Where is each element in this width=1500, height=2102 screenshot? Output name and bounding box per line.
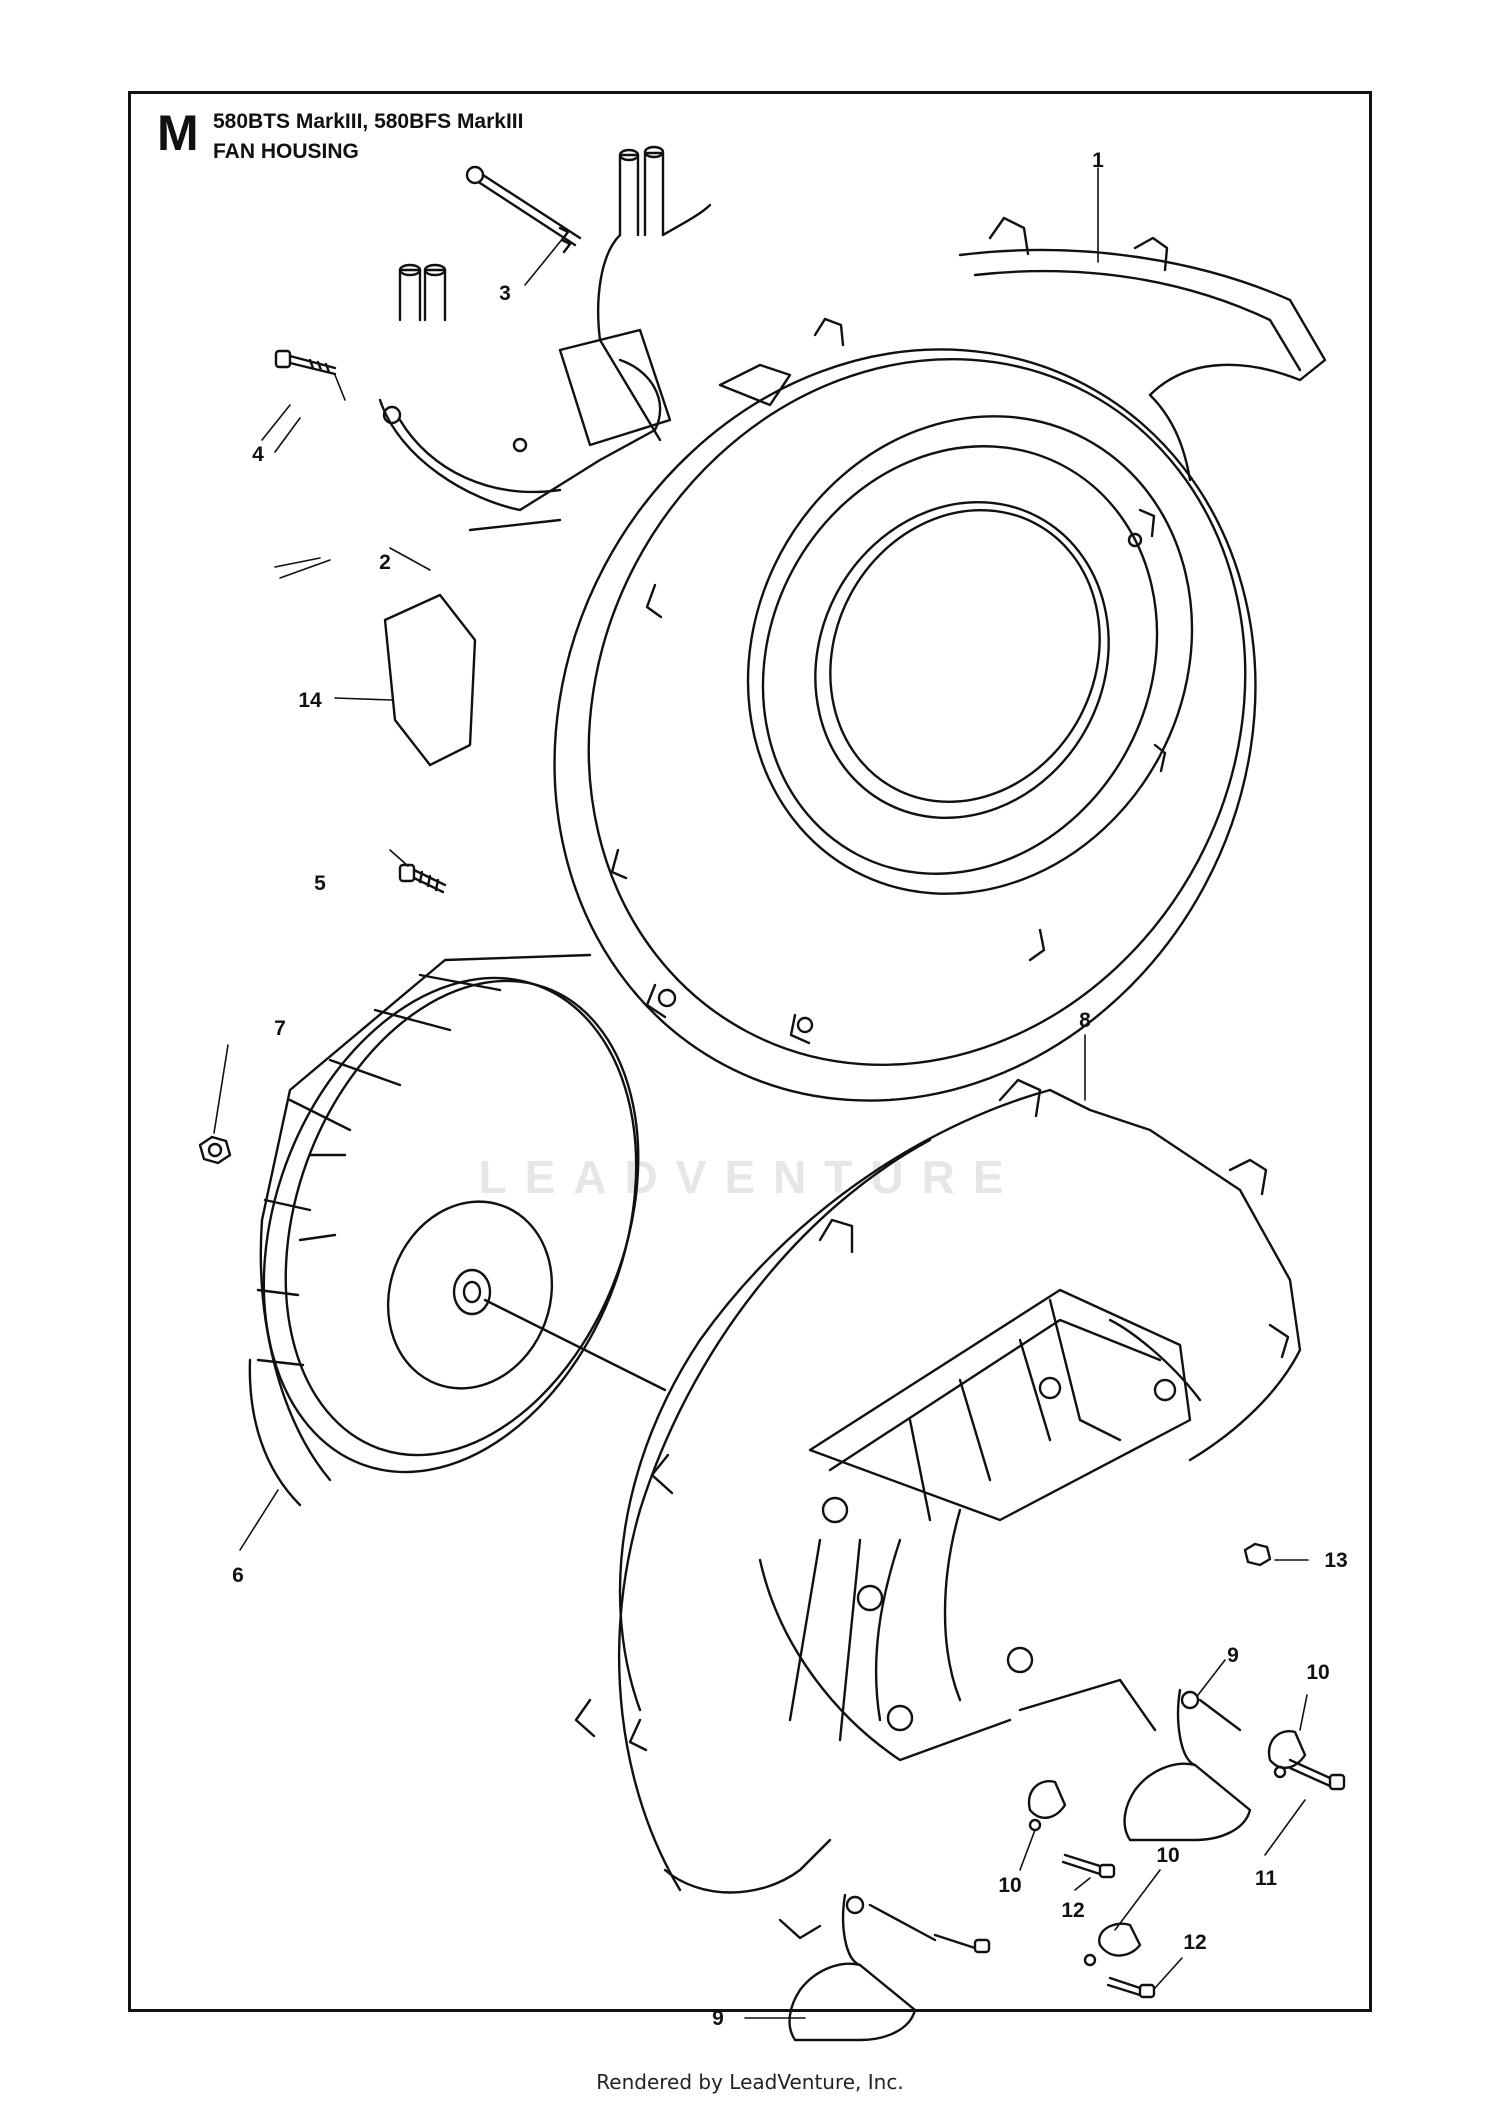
callout-7: 7 bbox=[274, 1017, 286, 1040]
foot-9-upper bbox=[1123, 1688, 1252, 1842]
section-title: FAN HOUSING bbox=[213, 140, 359, 163]
callout-9-lower: 9 bbox=[712, 2007, 724, 2030]
callout-1: 1 bbox=[1092, 149, 1104, 172]
callout-2: 2 bbox=[379, 551, 391, 574]
nut-13 bbox=[1243, 1542, 1272, 1567]
callout-3: 3 bbox=[499, 282, 511, 305]
callout-5: 5 bbox=[314, 872, 326, 895]
bracket bbox=[378, 145, 712, 532]
callout-12-middle: 12 bbox=[1061, 1899, 1085, 1922]
screw-12-middle bbox=[1061, 1853, 1116, 1879]
model-title: 580BTS MarkIII, 580BFS MarkIII bbox=[213, 110, 524, 133]
callout-10-lower: 10 bbox=[1156, 1844, 1180, 1867]
callout-12-lower: 12 bbox=[1183, 1931, 1207, 1954]
callout-13: 13 bbox=[1324, 1549, 1348, 1572]
clamp-10-right bbox=[1267, 1730, 1307, 1779]
clamp-10-lower bbox=[1083, 1922, 1142, 1967]
callout-14: 14 bbox=[298, 689, 322, 712]
leader-lines bbox=[213, 167, 1309, 2019]
screw-4 bbox=[274, 349, 337, 376]
screw-11 bbox=[1288, 1758, 1346, 1791]
fan-housing-cover bbox=[553, 216, 1327, 1102]
footer-credit: Rendered by LeadVenture, Inc. bbox=[596, 2070, 904, 2094]
callout-10-middle: 10 bbox=[998, 1874, 1022, 1897]
fan-impeller bbox=[248, 953, 667, 1507]
nut bbox=[198, 1135, 232, 1165]
callout-11: 11 bbox=[1254, 1867, 1278, 1890]
callout-10-right: 10 bbox=[1306, 1661, 1330, 1684]
callout-9-upper: 9 bbox=[1227, 1644, 1239, 1667]
clamp-10-middle bbox=[1027, 1780, 1067, 1832]
watermark: LEADVENTURE bbox=[478, 1151, 1022, 1203]
section-letter: M bbox=[157, 105, 199, 161]
decal bbox=[383, 593, 477, 767]
callout-4: 4 bbox=[252, 443, 264, 466]
callout-8: 8 bbox=[1079, 1009, 1091, 1032]
screw-12-lower bbox=[1106, 1976, 1156, 1999]
screw-5 bbox=[398, 863, 447, 894]
fan-housing-back bbox=[574, 1078, 1302, 1940]
callout-6: 6 bbox=[232, 1564, 244, 1587]
diagram-frame bbox=[128, 91, 1372, 2012]
foot-9-lower bbox=[788, 1893, 991, 2042]
